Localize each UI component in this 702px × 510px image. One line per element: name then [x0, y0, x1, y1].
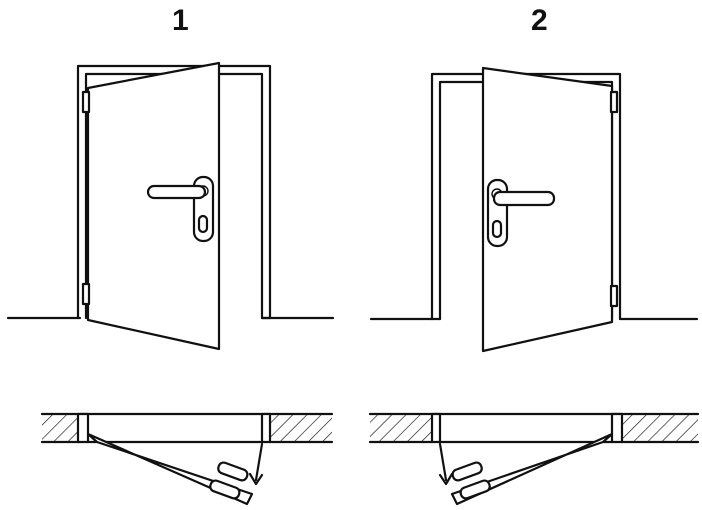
- hinge-bottom-icon-2: [609, 284, 619, 308]
- frame-jamb-right-1: [260, 412, 272, 444]
- panel-1-label: 1: [172, 4, 189, 37]
- frame-jamb-right-2: [610, 412, 624, 444]
- door-leaf-1: [86, 61, 221, 351]
- handle-plan-icon-2: [451, 461, 483, 482]
- panel-2-label: 2: [531, 4, 548, 37]
- frame-jamb-left-1: [76, 412, 90, 444]
- wall-section-right-1: [262, 414, 332, 442]
- frame-jamb-left-2: [430, 412, 442, 444]
- lever-handle-icon: [146, 184, 207, 200]
- door-1-elevation: [6, 61, 335, 351]
- swing-arrow-1: [254, 442, 264, 482]
- door-2-elevation: [369, 66, 699, 353]
- hinge-top-icon-2: [609, 90, 619, 114]
- door-1-plan: [40, 412, 334, 506]
- keyhole-icon: [197, 214, 209, 234]
- swing-arrow-2: [438, 442, 448, 482]
- lever-handle-icon-2: [492, 190, 556, 207]
- keyhole-icon-2: [491, 219, 503, 239]
- wall-section-right-2: [620, 414, 698, 442]
- door-frame-outer-1: [76, 64, 272, 320]
- handle-plan-icon-1: [217, 461, 249, 482]
- door-leaf-plan-2: [450, 432, 614, 506]
- hinge-top-icon: [81, 90, 91, 114]
- wall-section-left-2: [370, 414, 432, 442]
- door-2-plan: [368, 412, 700, 506]
- door-leaf-2: [481, 66, 614, 353]
- hinge-bottom-icon: [81, 282, 91, 306]
